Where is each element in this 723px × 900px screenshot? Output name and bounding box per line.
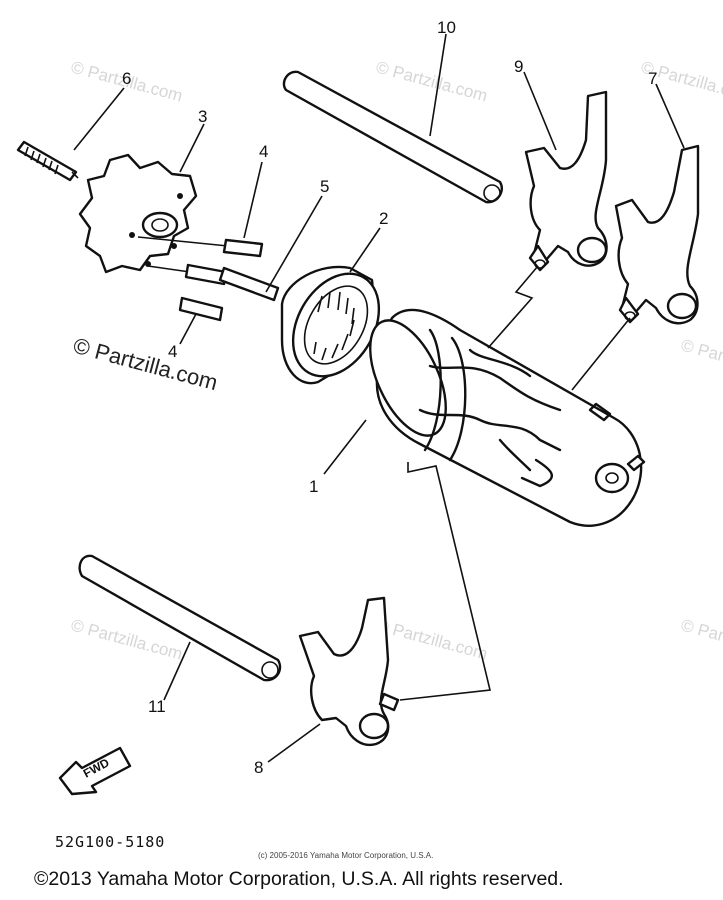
part-2-bearing (280, 265, 381, 385)
callout-1: 1 (309, 477, 318, 496)
callout-7: 7 (648, 69, 657, 88)
diagram-code: 52G100-5180 (55, 833, 166, 851)
callout-4-top: 4 (259, 142, 268, 161)
leader-lines (73, 33, 685, 763)
svg-text:© Partzilla.com: © Partzilla.com (374, 616, 490, 664)
partzilla-watermark: © Partzilla.com (71, 333, 221, 396)
part-5-pin (218, 266, 280, 302)
part-9-shift-fork (524, 90, 608, 272)
part-3-segment (78, 153, 198, 274)
callout-2: 2 (379, 209, 388, 228)
footer-copyright: ©2013 Yamaha Motor Corporation, U.S.A. A… (34, 868, 564, 890)
part-10-shaft (282, 70, 503, 204)
small-copyright: (c) 2005-2016 Yamaha Motor Corporation, … (258, 851, 434, 860)
part-11-shaft (78, 554, 282, 682)
part-1-shift-drum (369, 308, 646, 527)
svg-text:© Partzilla.com: © Partzilla.com (679, 336, 723, 384)
callout-6: 6 (122, 69, 131, 88)
part-7-shift-fork (614, 144, 700, 325)
callout-10: 10 (437, 18, 456, 37)
callout-4-bottom: 4 (168, 342, 177, 361)
svg-text:© Partzilla.com: © Partzilla.com (679, 616, 723, 664)
callout-3: 3 (198, 107, 207, 126)
callout-5: 5 (320, 177, 329, 196)
callout-9: 9 (514, 57, 523, 76)
svg-text:© Partzilla.com: © Partzilla.com (374, 58, 490, 106)
fwd-arrow-icon: FWD (58, 746, 132, 796)
part-4-pins (137, 236, 264, 322)
part-6-bolt (16, 140, 79, 182)
callout-11: 11 (148, 697, 166, 716)
part-8-shift-fork (298, 596, 400, 747)
callout-numbers: 6 3 4 5 2 4 10 9 7 1 11 8 (122, 18, 657, 777)
callout-8: 8 (254, 758, 263, 777)
